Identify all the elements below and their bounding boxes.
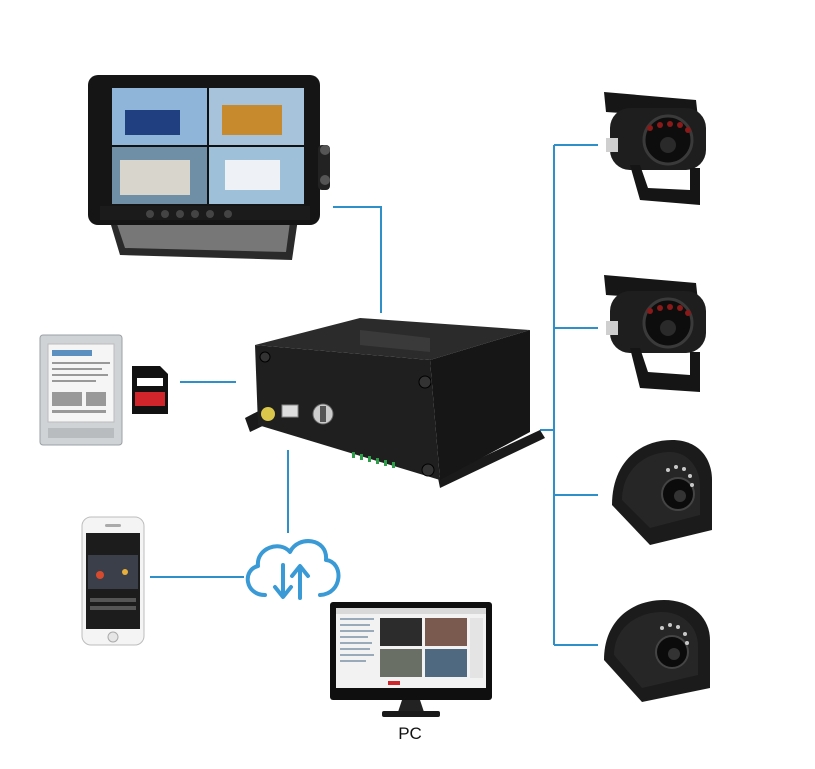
- pc-label: PC: [398, 724, 422, 743]
- connectors: [150, 144, 598, 646]
- cloud-sync-icon: [245, 539, 341, 600]
- hard-drive-and-sd-card-icon: [39, 334, 168, 446]
- mobile-dvr-icon: [245, 318, 545, 488]
- pc-monitor-icon: [330, 602, 492, 717]
- rear-view-camera-icon: [604, 275, 706, 392]
- rear-view-camera-icon: [604, 92, 706, 205]
- smartphone-icon: [81, 516, 145, 646]
- side-dome-camera-icon: [604, 600, 710, 702]
- connector-monitor-dvr: [333, 206, 382, 313]
- monitor-icon: [88, 75, 330, 260]
- side-dome-camera-icon: [612, 440, 712, 545]
